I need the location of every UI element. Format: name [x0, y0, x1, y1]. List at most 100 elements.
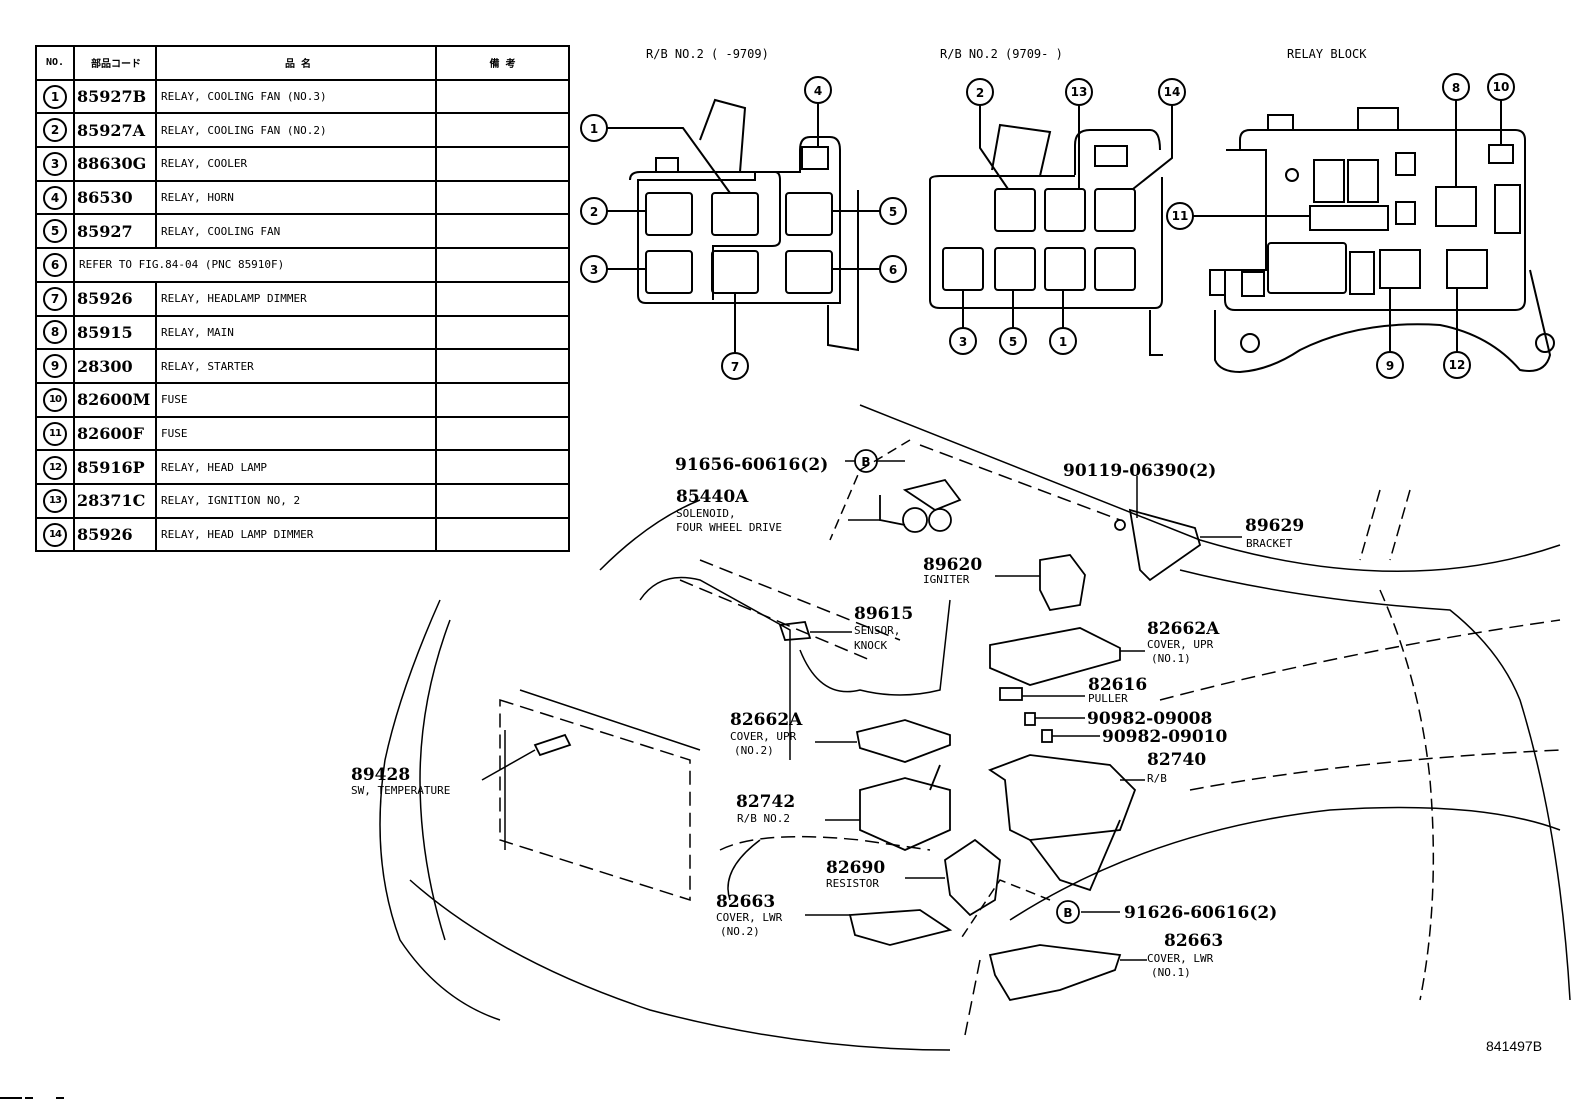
cover-lwr-no2-shape: [848, 909, 953, 946]
engine-block: [639, 576, 791, 760]
rb2-old-housing: [637, 136, 841, 304]
solenoid-shape: [879, 478, 962, 533]
callout-9: [1376, 351, 1404, 379]
row-part-name: RELAY, COOLER: [155, 146, 437, 182]
relay-block-tab-1: [1267, 114, 1294, 131]
svg-text:2: 2: [976, 86, 984, 100]
pn-90119: 90119-06390(2): [1063, 461, 1216, 481]
inset-rb2-old: R/B NO.2 ( -9709) 1 2 3 4 5 6 7: [580, 47, 907, 380]
row-remarks: [435, 146, 570, 182]
rb2-new-slot-13: [1044, 188, 1086, 232]
row-remarks: [435, 449, 570, 485]
bolt-shape: [1114, 519, 1126, 531]
rb-82740-bracket: [1029, 819, 1121, 892]
row-number-badge: 10: [43, 388, 67, 413]
pn-82740: 82740: [1147, 750, 1206, 770]
callout-1: [580, 114, 608, 142]
rb2-new-slot-spare: [1094, 247, 1136, 291]
pn-91626: 91626-60616(2): [1124, 903, 1277, 923]
hood-edge-dashed: [1159, 619, 1561, 701]
svg-text:14: 14: [1164, 85, 1181, 99]
row-part-name: RELAY, MAIN: [155, 314, 437, 351]
callout-11: [1166, 202, 1194, 230]
row-part-name: RELAY, HEADLAMP DIMMER: [155, 280, 437, 317]
rb2-old-slot-2: [645, 192, 693, 236]
svg-text:3: 3: [590, 263, 598, 277]
svg-text:3: 3: [959, 335, 967, 349]
header-note: 備 考: [435, 45, 570, 81]
engine-curve: [599, 499, 701, 571]
rb2-old-slot-6: [785, 250, 833, 294]
svg-text:10: 10: [1493, 80, 1510, 94]
rb-82740-shape: [988, 754, 1137, 841]
desc-89428: SW, TEMPERATURE: [351, 784, 450, 797]
rb2-old-slot-5: [785, 192, 833, 236]
row-number-cell: 2: [35, 112, 75, 149]
relay-block-connector: [1241, 271, 1265, 297]
engine-dashed-2: [679, 579, 871, 661]
rb-82742-shape: [859, 777, 951, 851]
pn-85440a: 85440A: [676, 487, 749, 507]
engine-head: [799, 599, 951, 696]
rb2-new-connector: [991, 123, 1052, 177]
bumper-left-outer: [379, 599, 501, 1021]
rb2-old-connector: [699, 98, 747, 173]
row-remarks: [435, 314, 570, 351]
row-number-cell: 1: [35, 78, 75, 115]
row-number-badge: 14: [43, 522, 67, 547]
rb2-old-slot-1: [711, 192, 759, 236]
pn-89615: 89615: [854, 604, 913, 624]
temp-switch-shape: [533, 733, 572, 757]
pn-89428: 89428: [351, 765, 410, 785]
svg-text:1: 1: [1059, 335, 1067, 349]
callout-13: [1065, 78, 1093, 106]
ref-b-circle-upper: [854, 449, 878, 473]
desc-89615-1: SENSOR,: [854, 624, 900, 637]
svg-text:11: 11: [1172, 209, 1189, 223]
row-remarks: [435, 78, 570, 115]
row-number-cell: 9: [35, 348, 75, 384]
row-part-name: RELAY, COOLING FAN (NO.3): [155, 78, 437, 115]
svg-text:9: 9: [1386, 359, 1394, 373]
row-remarks: [435, 482, 570, 519]
callout-1: [1049, 327, 1077, 355]
relay-block-small-slot-a: [1395, 152, 1416, 176]
row-number-badge: 6: [43, 252, 67, 277]
fuse-09010-shape: [1041, 729, 1053, 743]
row-remarks: [435, 415, 570, 452]
relay-block-tab-2: [1357, 107, 1399, 131]
relay-block-housing: [1209, 129, 1526, 311]
row-remarks: [435, 213, 570, 250]
puller-shape: [999, 687, 1023, 701]
svg-text:8: 8: [1452, 81, 1460, 95]
pn-91656: 91656-60616(2): [675, 455, 828, 475]
row-part-code: 85927A: [73, 112, 157, 149]
rb2-new-slot-1: [1044, 247, 1086, 291]
inset-title-relay-block: RELAY BLOCK: [1287, 47, 1367, 61]
row-number-cell: 11: [35, 415, 75, 452]
svg-text:13: 13: [1071, 85, 1088, 99]
row-number-badge: 2: [43, 118, 67, 143]
inset-relay-block: RELAY BLOCK 8 10 11 9 12: [1166, 47, 1555, 379]
relay-block-relay-12: [1446, 249, 1488, 289]
callout-14: [1158, 78, 1186, 106]
header-name: 品 名: [155, 45, 437, 81]
callout-5: [999, 327, 1027, 355]
row-remarks: [435, 112, 570, 149]
relay-block-pin-hole: [1285, 168, 1299, 182]
svg-text:12: 12: [1449, 358, 1466, 372]
pn-82742: 82742: [736, 792, 795, 812]
radiator-dashed: [499, 698, 691, 902]
row-part-code: 85926: [73, 516, 157, 553]
desc-85440a-2: FOUR WHEEL DRIVE: [676, 521, 782, 534]
rb2-new-callouts: 2 13 14 3 5 1: [949, 78, 1186, 355]
relay-block-fuse-10: [1488, 144, 1514, 164]
svg-text:6: 6: [889, 263, 897, 277]
bumper-lower: [409, 879, 951, 1051]
callout-3: [580, 255, 608, 283]
